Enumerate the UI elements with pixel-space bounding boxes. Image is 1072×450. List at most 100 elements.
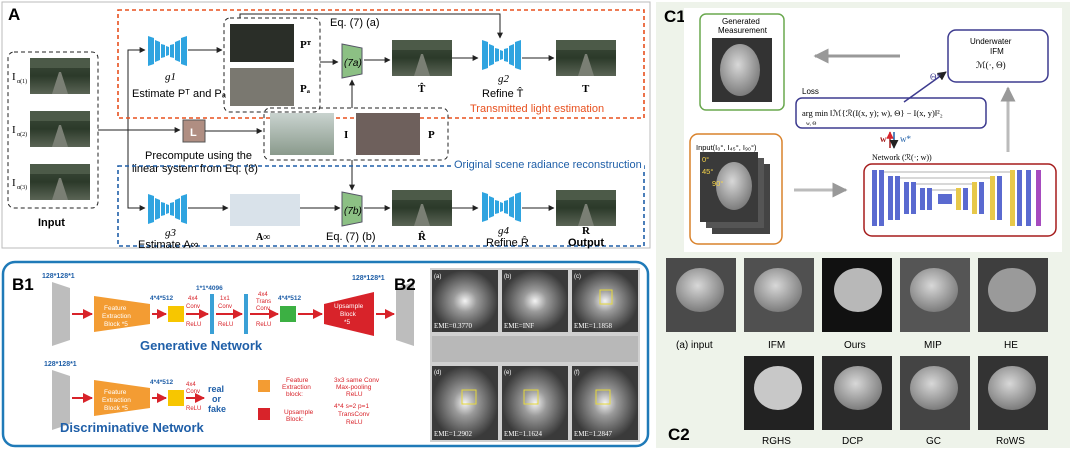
ifm-line-2: IFM <box>990 47 1004 56</box>
input-to-g3-arrow <box>127 130 146 211</box>
gen-conv1-line-2: Conv <box>218 304 232 310</box>
precompute-line-2: linear system from Eq. (8) <box>132 163 258 175</box>
gen-upsample-block <box>324 292 374 336</box>
p-image <box>356 113 420 155</box>
gen-size-in: 128*128*1 <box>42 273 75 280</box>
gen-fc-bar <box>210 294 214 334</box>
gen-fe-line-1: Feature <box>104 305 127 312</box>
gen-output-slab <box>396 282 414 346</box>
b2-tag-f: (f) <box>574 370 580 376</box>
panel-b2: B2 (a) (b) (c) (d) (e) (f) EME=0.3770 EM… <box>394 268 640 442</box>
panel-a-label: A <box>8 5 20 24</box>
gen-dim1: 4*4*512 <box>150 295 174 302</box>
gen-input-slab <box>52 282 70 346</box>
gen-fc-bar-2 <box>244 294 248 334</box>
gen-feature-extraction <box>94 296 150 332</box>
input-to-g1-arrow <box>127 47 146 130</box>
theta-star-label: Θ* <box>930 72 941 82</box>
input-image-1 <box>30 58 90 94</box>
node-7a <box>341 43 363 79</box>
c1-input-label: Input(I₀°, I₄₅°, I₉₀°) <box>696 143 757 152</box>
angle-45: 45° <box>702 167 713 176</box>
b2-eme-e: EME=1.1624 <box>504 430 542 438</box>
generated-line-2: Measurement <box>718 26 768 35</box>
gen-dim3: 4*4*512 <box>278 295 302 302</box>
legend-fe-desc-2: Max-pooling <box>336 384 372 391</box>
refine-r-label: Refine R̂ <box>486 235 529 249</box>
b2-eme-d: EME=1.2902 <box>434 430 472 438</box>
legend-up-line-1: Upsample <box>284 409 314 416</box>
disc-dim: 4*4*512 <box>150 379 174 386</box>
panel-b-frame <box>1 260 650 448</box>
gen-conv1-line-3: ReLU <box>218 322 233 328</box>
input-i2: I <box>12 124 16 136</box>
g3-label: g3 <box>165 227 177 239</box>
pa-label: Pₐ <box>300 83 311 95</box>
i-label: I <box>344 129 348 141</box>
estimate-ainf-label: Estimate A∞ <box>138 239 198 251</box>
transmitted-light-label: Transmitted light estimation <box>470 103 604 115</box>
gen-up-line-1: Upsample <box>334 303 364 310</box>
c2-label-rows: RoWS <box>996 436 1025 447</box>
ip-box <box>263 107 449 161</box>
rhat-image <box>392 190 452 226</box>
node-L-label: L <box>190 127 197 139</box>
c2-grid: (a) input IFM Ours MIP HE RGHS DCP GC Ro… <box>666 258 1048 447</box>
eq7b-label: Eq. (7) (b) <box>326 231 376 243</box>
disc-feature-extraction <box>94 380 150 416</box>
gen-conv4-line-1: 4x4 <box>188 296 198 302</box>
angle-90: 90° <box>712 179 723 188</box>
gen-conv4-line-3: ReLU <box>186 322 201 328</box>
node-7a-label: (7a) <box>344 58 362 69</box>
b2-tile-a <box>432 270 498 332</box>
eq7a-label: Eq. (7) (a) <box>330 17 380 29</box>
gen-dim2: 1*1*4096 <box>196 285 223 292</box>
panel-c2-label: C2 <box>668 425 690 444</box>
disc-fe-line-2: Extraction <box>102 397 131 404</box>
c2-label-rghs: RGHS <box>762 436 791 447</box>
b2-eme-b: EME=INF <box>504 322 534 330</box>
disc-conv-line-1: 4x4 <box>186 382 196 388</box>
node-7b-label: (7b) <box>344 206 362 217</box>
panel-b2-label: B2 <box>394 275 416 294</box>
disc-input-slab <box>52 370 70 430</box>
rhat-label: R̂ <box>418 230 427 243</box>
r-label: R <box>582 225 591 237</box>
gen-network-title: Generative Network <box>140 338 263 353</box>
c2-label-input: (a) input <box>676 340 713 351</box>
input-i1: I <box>12 71 16 83</box>
b2-tag-b: (b) <box>504 274 511 280</box>
legend-fe-line-2: Extraction <box>282 384 311 391</box>
real-fake-line-2: or <box>212 394 221 404</box>
c2-label-he: HE <box>1004 340 1018 351</box>
real-fake-line-3: fake <box>208 404 226 414</box>
c2-label-ours: Ours <box>844 340 866 351</box>
pt-image <box>230 24 294 62</box>
ifm-box <box>947 29 1049 83</box>
legend-fe-swatch <box>258 380 270 392</box>
gen-conv4-line-2: Conv <box>186 304 200 310</box>
legend-fe-desc-3: ReLU <box>346 391 363 398</box>
disc-conv-line-2: Conv <box>186 389 200 395</box>
original-scene-box <box>117 165 645 247</box>
c2-label-dcp: DCP <box>842 436 863 447</box>
loss-title: Loss <box>802 87 819 96</box>
t-label: T <box>582 83 590 95</box>
legend-fe-line-3: block: <box>286 391 303 398</box>
b2-tile-f <box>572 366 638 440</box>
ainf-image <box>230 194 300 226</box>
panel-a: A I α(1) I α(2) I α(3) Input Transmitted… <box>1 1 651 251</box>
legend-up-desc-3: ReLU <box>346 419 363 426</box>
input-sub-1: α(1) <box>17 78 27 85</box>
panel-b1: B1 128*128*1 Feature Extraction Block *5… <box>1 260 650 448</box>
pa-image <box>230 68 294 106</box>
original-scene-label: Original scene radiance reconstruction <box>454 159 642 171</box>
i-image <box>270 113 334 155</box>
gen-up-line-2: Block <box>340 311 357 318</box>
that-label: T̂ <box>418 82 426 95</box>
theta-arrow <box>903 71 947 103</box>
gen-fe-line-3: Block *5 <box>104 321 128 328</box>
input-image-3 <box>30 164 90 200</box>
panel-b1-label: B1 <box>12 275 34 294</box>
